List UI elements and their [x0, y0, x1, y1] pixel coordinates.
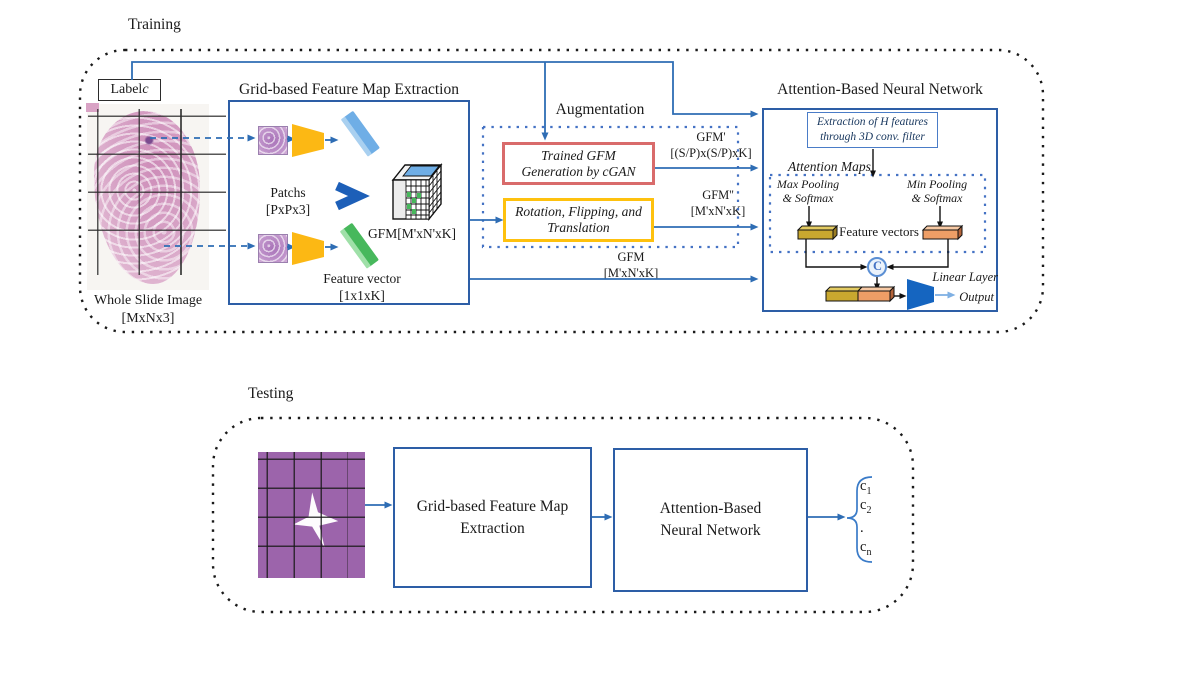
rotation-flipping-box: Rotation, Flipping, and Translation	[503, 198, 654, 242]
patch-thumbnail-top	[258, 126, 288, 155]
class-label-n: cn	[860, 539, 872, 558]
class-label-1: c1	[860, 478, 872, 497]
class-label-ellipsis: .	[860, 520, 864, 536]
conv-extraction-box: Extraction of H features through 3D conv…	[807, 112, 938, 148]
feature-vectors-label: Feature vectors	[839, 224, 919, 239]
gfm-prime-label: GFM' [(S/P)x(S/P)xK]	[670, 130, 752, 160]
testing-section-label: Testing	[248, 385, 294, 402]
patch-thumbnail-bottom	[258, 234, 288, 263]
label-c-variable: c	[142, 82, 149, 97]
test-grid-overlay	[258, 452, 365, 578]
training-section-label: Training	[128, 16, 181, 33]
max-pooling-label: Max Pooling & Softmax	[776, 177, 840, 206]
linear-layer-label: Linear Layer	[932, 270, 998, 284]
wsi-grid-overlay	[88, 109, 226, 275]
output-label: Output	[959, 290, 994, 304]
concat-symbol: C	[872, 259, 883, 274]
label-c-text: Label	[110, 82, 143, 97]
test-gfm-extraction-box: Grid-based Feature Map Extraction	[393, 447, 592, 588]
abnn-title: Attention-Based Neural Network	[777, 81, 983, 98]
test-histology-image	[258, 452, 365, 578]
patches-label: Patchs [PxPx3]	[265, 185, 311, 217]
augmentation-title: Augmentation	[555, 101, 645, 118]
feature-vector-label: Feature vector [1x1xK]	[323, 271, 401, 303]
gfm-extraction-title: Grid-based Feature Map Extraction	[239, 81, 459, 98]
test-abnn-box: Attention-Based Neural Network	[613, 448, 808, 592]
gfm-output-label: GFM [M'xN'xK]	[603, 250, 659, 280]
cgan-generation-box: Trained GFM Generation by cGAN	[502, 142, 655, 185]
min-pooling-label: Min Pooling & Softmax	[906, 177, 968, 206]
wsi-caption: Whole Slide Image [MxNx3]	[93, 293, 203, 326]
class-label-2: c2	[860, 497, 872, 516]
attention-maps-label: Attention Maps	[788, 159, 871, 174]
gfm-cube-label: GFM[M'xN'xK]	[367, 226, 457, 241]
label-c-box: Label c	[98, 79, 161, 101]
